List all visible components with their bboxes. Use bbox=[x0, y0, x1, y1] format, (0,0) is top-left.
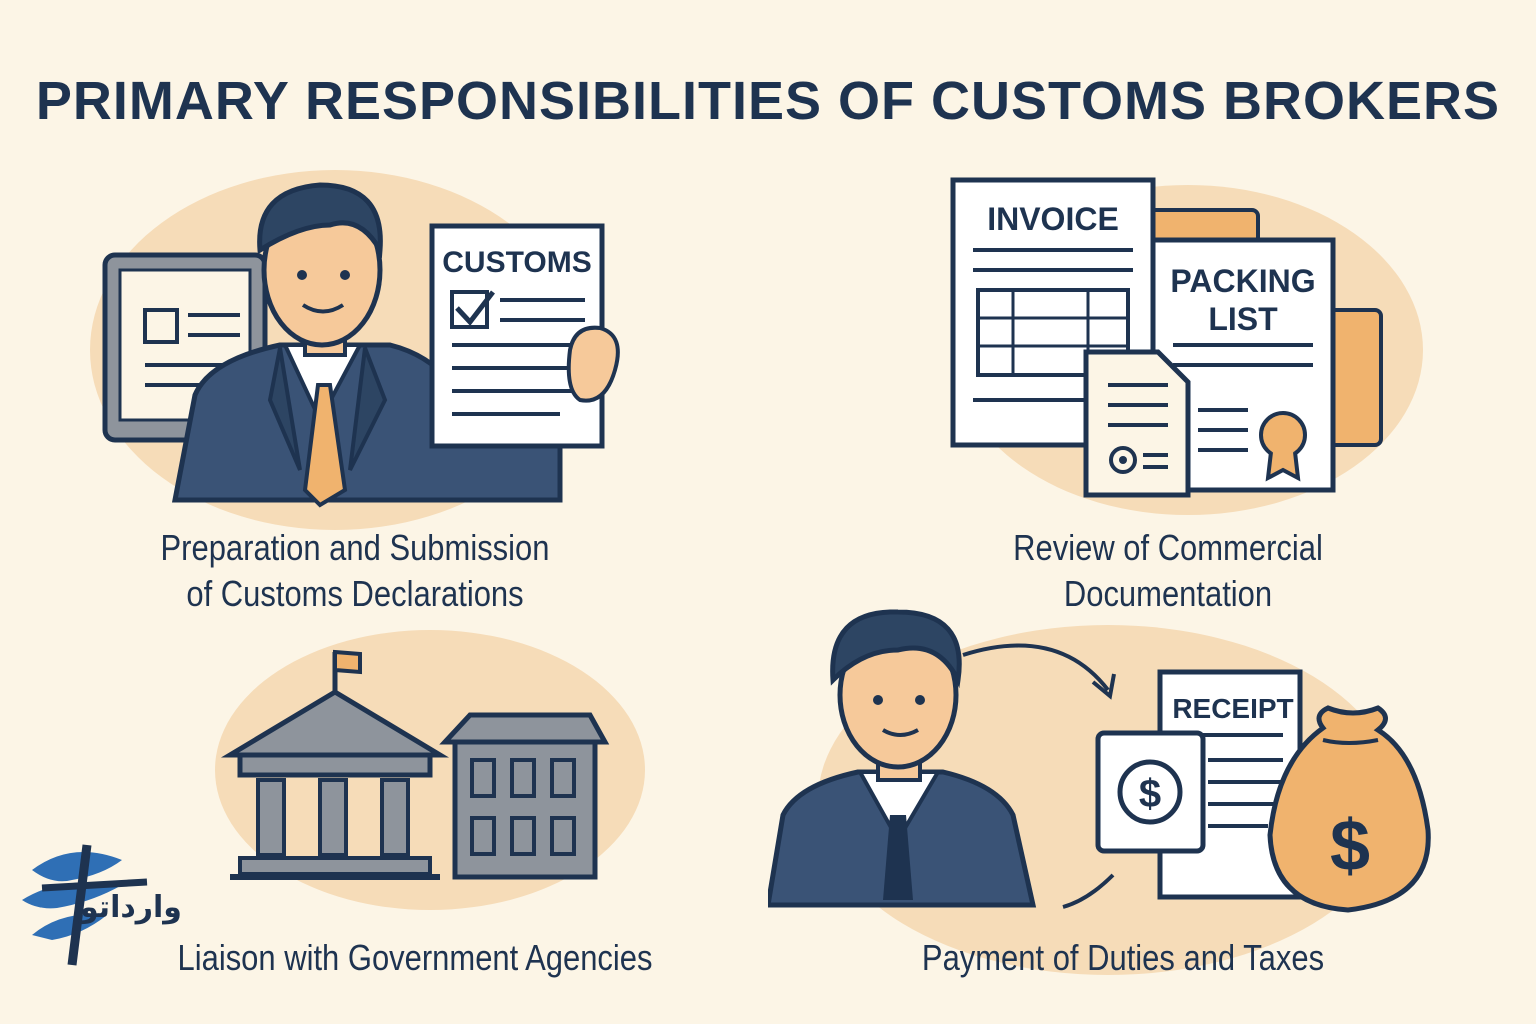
caption-commercial-documentation: Review of Commercial Documentation bbox=[919, 525, 1418, 617]
caption-line-1: Payment of Duties and Taxes bbox=[921, 937, 1325, 978]
panel-government-agencies: Liaison with Government Agencies bbox=[0, 620, 768, 1024]
commercial-documents-illustration: INVOICE PACKING LIST bbox=[950, 177, 1423, 515]
page-title: PRIMARY RESPONSIBILITIES OF CUSTOMS BROK… bbox=[35, 71, 1501, 131]
payment-illustration: RECEIPT $ $ bbox=[768, 609, 1431, 975]
caption-duties-and-taxes: Payment of Duties and Taxes bbox=[878, 935, 1368, 981]
bill-dollar-sign: $ bbox=[1139, 772, 1161, 816]
caption-line-1: Liaison with Government Agencies bbox=[177, 937, 653, 978]
receipt-label: RECEIPT bbox=[1172, 693, 1293, 724]
caption-line-1: Review of Commercial bbox=[1013, 527, 1323, 568]
customs-document-label: CUSTOMS bbox=[442, 246, 591, 279]
caption-line-1: Preparation and Submission bbox=[160, 527, 550, 568]
government-buildings-illustration bbox=[215, 630, 645, 910]
broker-with-customs-form-illustration: CUSTOMS bbox=[90, 170, 620, 530]
panel-customs-declarations: CUSTOMS Preparation and Submission of Cu… bbox=[0, 0, 768, 620]
caption-customs-declarations: Preparation and Submission of Customs De… bbox=[101, 525, 608, 617]
logo-icon bbox=[22, 844, 148, 966]
invoice-label: INVOICE bbox=[987, 201, 1119, 237]
panel-duties-and-taxes: RECEIPT $ $ Payment of Duties and Taxes bbox=[768, 600, 1536, 1024]
caption-line-2: Documentation bbox=[1063, 573, 1273, 614]
packing-list-label-line-2: LIST bbox=[1208, 301, 1278, 337]
caption-government-agencies: Liaison with Government Agencies bbox=[144, 935, 686, 981]
caption-line-2: of Customs Declarations bbox=[186, 573, 524, 614]
packing-list-label-line-1: PACKING bbox=[1170, 263, 1315, 299]
moneybag-dollar-sign: $ bbox=[1330, 806, 1370, 886]
panel-commercial-documentation: INVOICE PACKING LIST bbox=[768, 0, 1536, 620]
logo-text: وارداتو bbox=[80, 890, 182, 925]
